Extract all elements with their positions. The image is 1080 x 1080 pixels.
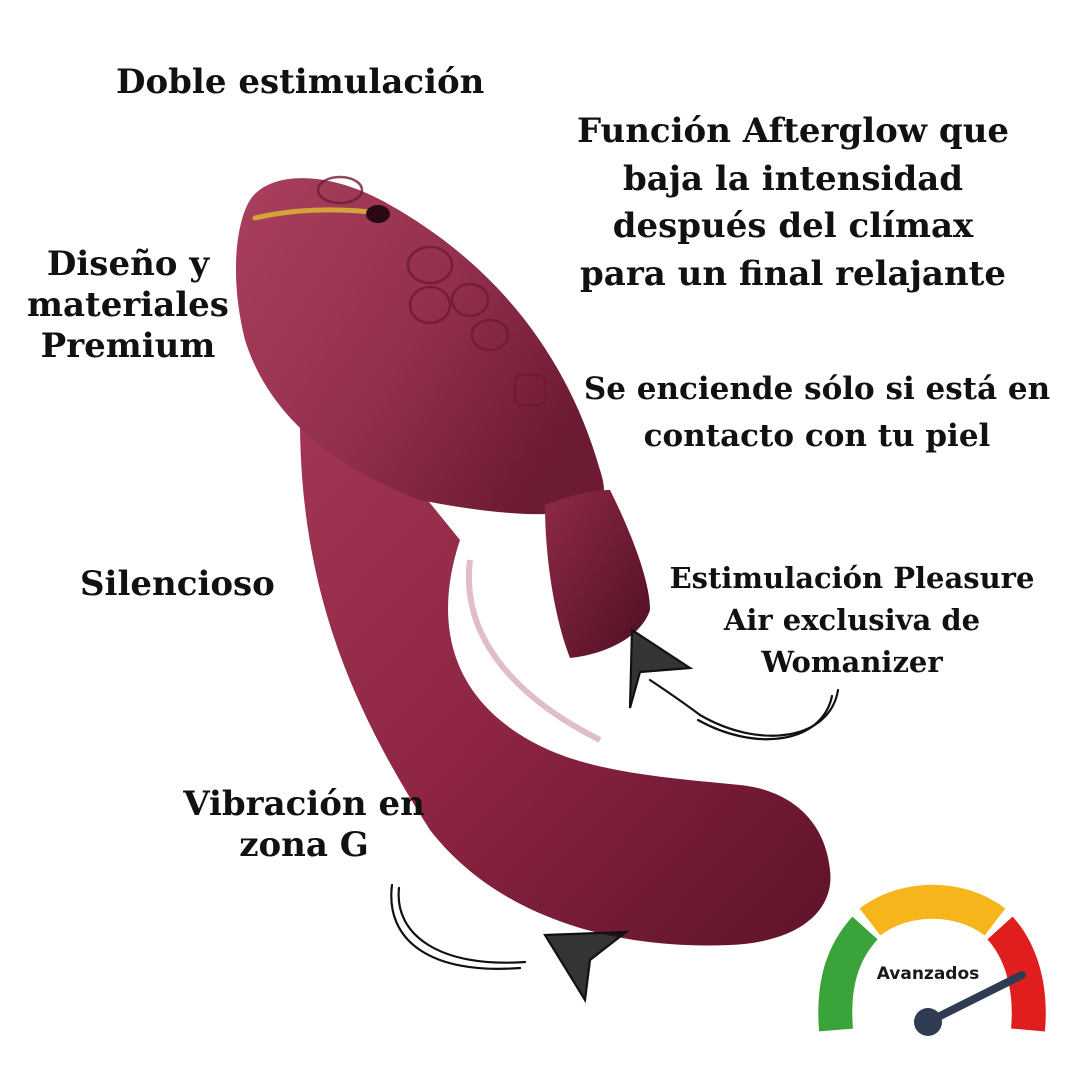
- device-head: [235, 178, 604, 515]
- feature-pleasure-line: Womanizer: [761, 644, 943, 679]
- feature-gspot-line: Vibración en: [183, 784, 425, 824]
- gauge-needle: [924, 971, 1026, 1026]
- control-buttons: [316, 175, 547, 407]
- feature-skin-line: contacto con tu piel: [643, 417, 991, 454]
- gauge-high-segment: [986, 916, 1046, 1032]
- gauge-mid-segment: [859, 884, 1006, 937]
- feature-premium-line: Diseño y: [46, 244, 210, 284]
- feature-afterglow: Función Afterglow que baja la intensidad…: [568, 108, 1018, 298]
- feature-afterglow-line: para un final relajante: [580, 253, 1006, 294]
- arrow-sketch-icon: [390, 883, 630, 1004]
- feature-pleasure-line: Air exclusiva de: [723, 602, 981, 637]
- feature-gspot-line: zona G: [239, 824, 369, 865]
- feature-premium-line: Premium: [40, 325, 216, 366]
- feature-premium-line: materiales: [27, 284, 229, 325]
- feature-afterglow-line: baja la intensidad: [622, 158, 964, 199]
- mode-icon: [406, 245, 454, 285]
- gold-accent: [252, 207, 373, 221]
- feature-silent: Silencioso: [80, 564, 275, 604]
- pleasure-air-nozzle: [545, 490, 650, 658]
- power-icon: [316, 175, 364, 205]
- feature-skin-line: Se enciende sólo si está en: [583, 371, 1051, 407]
- feature-gspot-vibration: Vibración en zona G: [176, 784, 432, 866]
- feature-skin-contact: Se enciende sólo si está en contacto con…: [572, 366, 1062, 459]
- feature-pleasure-line: Estimulación Pleasure: [669, 561, 1035, 595]
- feature-premium-design: Diseño y materiales Premium: [14, 244, 242, 366]
- gspot-arm: [300, 380, 831, 946]
- feature-afterglow-line: Función Afterglow que: [576, 111, 1010, 151]
- gauge-label: Avanzados: [877, 964, 980, 984]
- feature-afterglow-line: después del clímax: [612, 206, 974, 247]
- feature-pleasure-air: Estimulación Pleasure Air exclusiva de W…: [652, 558, 1052, 683]
- gauge-low-segment: [818, 916, 878, 1032]
- gauge-icon: Avanzados: [818, 884, 1046, 1036]
- feature-double-stimulation: Doble estimulación: [116, 62, 485, 102]
- arrow-sketch-icon: [628, 627, 840, 741]
